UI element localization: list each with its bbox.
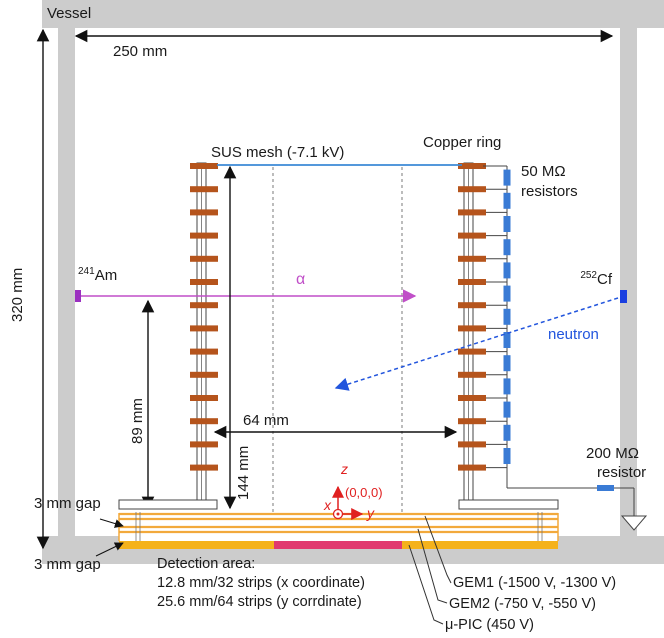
bias-resistor-circuit <box>507 485 648 531</box>
resistor-200-line1: 200 MΩ <box>586 445 639 462</box>
neutron-track <box>334 297 619 391</box>
dim-64-label: 64 mm <box>243 412 289 429</box>
coordinate-axes <box>332 485 364 520</box>
left-copper-rings <box>190 163 218 471</box>
resistor-50-body <box>503 285 511 302</box>
resistor-200-body <box>597 485 614 491</box>
origin-label: (0,0,0) <box>345 485 383 500</box>
resistor-chain <box>483 165 511 488</box>
mesh-label: SUS mesh (-7.1 kV) <box>211 144 344 161</box>
copper-ring <box>190 464 218 471</box>
detection-line2: 12.8 mm/32 strips (x coordinate) <box>157 575 365 591</box>
copper-ring <box>190 371 218 378</box>
copper-ring <box>458 302 486 309</box>
cf-source <box>620 290 627 303</box>
gap-top-pointer <box>99 518 124 528</box>
copper-ring <box>190 232 218 239</box>
resistor-50-body <box>503 216 511 232</box>
dim-89-label: 89 mm <box>129 398 146 444</box>
right-field-cage <box>458 162 486 502</box>
width-dimension-label: 250 mm <box>113 43 167 60</box>
am-source <box>75 290 81 302</box>
am-label: 241Am <box>78 266 117 284</box>
resistor-50-body <box>503 401 511 418</box>
left-base-plate <box>118 499 218 510</box>
gap-bottom-label: 3 mm gap <box>34 556 101 573</box>
vessel-wall <box>42 0 664 564</box>
vessel-label: Vessel <box>47 5 91 22</box>
copper-ring <box>458 163 486 169</box>
copper-ring <box>458 464 486 471</box>
alpha-label: α <box>296 271 305 288</box>
gap-bottom-pointer <box>95 542 124 557</box>
copper-ring <box>190 186 218 193</box>
detection-line3: 25.6 mm/64 strips (y corrdinate) <box>157 594 362 610</box>
detection-line1: Detection area: <box>157 556 255 572</box>
copper-ring <box>458 395 486 401</box>
copper-ring <box>458 186 486 193</box>
copper-ring <box>190 302 218 309</box>
copper-ring <box>458 255 486 262</box>
resistor-50-body <box>503 239 511 256</box>
resistor-50-body <box>503 262 511 279</box>
axis-y-label: y <box>366 505 375 521</box>
copper-ring <box>190 395 218 401</box>
resistor-50-body <box>503 192 511 209</box>
resistor-50-body <box>503 424 511 441</box>
axis-z-label: z <box>340 461 348 477</box>
copper-ring <box>458 348 486 355</box>
gem1-label: GEM1 (-1500 V, -1300 V) <box>453 575 616 591</box>
cf-label: 252Cf <box>580 270 613 288</box>
copper-ring <box>190 255 218 262</box>
height-dimension-label: 320 mm <box>9 268 26 322</box>
right-base-plate <box>458 499 559 510</box>
copper-ring <box>190 279 218 285</box>
copper-ring <box>190 441 218 448</box>
ground-icon <box>620 515 648 531</box>
copper-ring <box>190 418 218 425</box>
gap-top-label: 3 mm gap <box>34 495 101 512</box>
left-field-cage <box>190 162 218 502</box>
copper-ring <box>458 418 486 425</box>
resistor-50-body <box>503 378 511 395</box>
copper-ring <box>458 371 486 378</box>
resistor-50-body <box>503 355 511 372</box>
resistor-50-body <box>503 308 511 325</box>
copper-ring <box>458 279 486 285</box>
copper-ring <box>190 348 218 355</box>
resistor-50-body <box>503 332 511 348</box>
gem2-label: GEM2 (-750 V, -550 V) <box>449 596 596 612</box>
right-copper-rings <box>458 163 486 471</box>
copper-ring-label: Copper ring <box>423 134 501 151</box>
dim-144-label: 144 mm <box>235 446 252 500</box>
copper-ring <box>190 325 218 332</box>
detection-area <box>274 541 402 549</box>
resistors-50-line2: resistors <box>521 183 578 200</box>
neutron-label: neutron <box>548 326 599 343</box>
copper-ring <box>458 209 486 216</box>
copper-ring <box>458 441 486 448</box>
resistors-50-line1: 50 MΩ <box>521 163 566 180</box>
resistor-200-line2: resistor <box>597 464 646 481</box>
resistor-50-body <box>503 448 511 464</box>
copper-ring <box>458 325 486 332</box>
copper-ring <box>458 232 486 239</box>
axis-x-label: x <box>323 497 332 513</box>
copper-ring <box>190 163 218 169</box>
resistor-50-body <box>503 169 511 186</box>
copper-ring <box>190 209 218 216</box>
upic-label: μ-PIC (450 V) <box>445 617 534 633</box>
layer-leaders <box>408 515 452 625</box>
